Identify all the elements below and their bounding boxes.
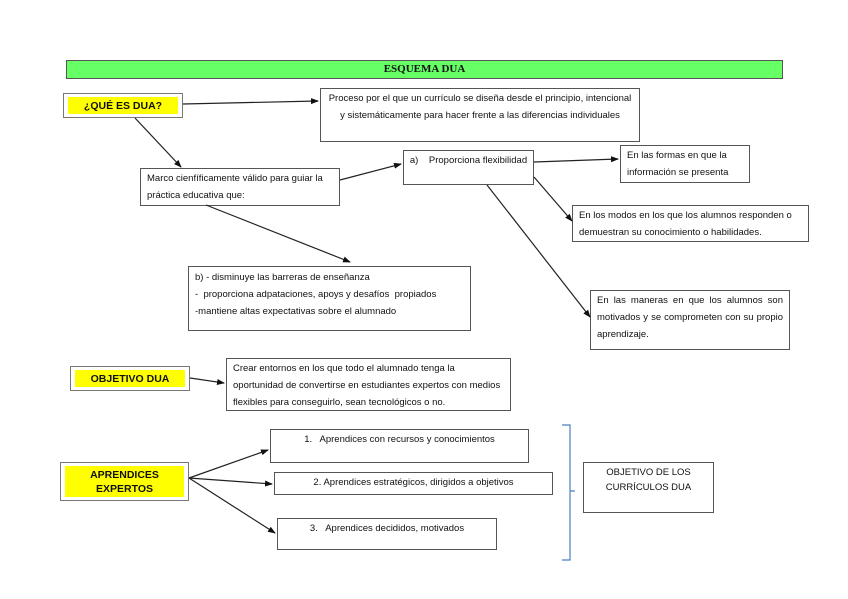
arrow-objetivo-to-text <box>189 377 225 385</box>
aprendices-expertos-text: APRENDICES EXPERTOS <box>65 466 184 497</box>
aprendiz-item-2: 2. Aprendices estratégicos, dirigidos a … <box>274 472 553 495</box>
flex-item-modos: En los modos en los que los alumnos resp… <box>572 205 809 242</box>
flex-item-text: En las formas en que la información se p… <box>627 150 729 178</box>
objetivo-dua-text: OBJETIVO DUA <box>75 370 185 387</box>
arrow-aprendices-to-item-2 <box>188 477 273 487</box>
marco-text: Marco cienfíficamente válido para guiar … <box>147 173 323 201</box>
b-list-line: b) - disminuye las barreras de enseñanza <box>195 272 370 283</box>
flex-item-text: En las maneras en que los alumnos son mo… <box>597 295 783 340</box>
marco-box: Marco cienfíficamente válido para guiar … <box>140 168 340 206</box>
arrow-que-es-to-definition <box>182 98 319 105</box>
objetivo-curriculos-box: OBJETIVO DE LOS CURRÍCULOS DUA <box>583 462 714 513</box>
b-list-line: - proporciona adpataciones, apoys y desa… <box>195 289 437 300</box>
arrow-aprendices-to-item-1 <box>188 449 269 479</box>
flexibilidad-letter: a) <box>409 155 419 166</box>
que-es-dua-label: ¿QUÉ ES DUA? <box>63 93 183 118</box>
arrow-flex-to-formas <box>533 156 619 163</box>
diagram-title: ESQUEMA DUA <box>66 60 783 79</box>
arrow-flex-to-modos <box>533 176 573 222</box>
arrow-aprendices-to-item-3 <box>188 477 276 534</box>
aprendices-expertos-label: APRENDICES EXPERTOS <box>60 462 189 501</box>
arrow-marco-to-flexibilidad <box>339 162 402 181</box>
b-list-line: -mantiene altas expectativas sobre el al… <box>195 306 397 317</box>
arrow-marco-to-b-list <box>205 204 351 263</box>
objetivo-text: Crear entornos en los que todo el alumna… <box>233 363 501 408</box>
flex-item-formas: En las formas en que la información se p… <box>620 145 750 183</box>
flexibilidad-box: a) Proporciona flexibilidad <box>403 150 534 185</box>
definition-box: Proceso por el que un currículo se diseñ… <box>320 88 640 142</box>
que-es-dua-text: ¿QUÉ ES DUA? <box>68 97 178 114</box>
aprendiz-item-text: 2. Aprendices estratégicos, dirigidos a … <box>313 477 514 488</box>
objetivo-curriculos-text: OBJETIVO DE LOS CURRÍCULOS DUA <box>605 467 692 493</box>
objetivo-dua-label: OBJETIVO DUA <box>70 366 190 391</box>
definition-text: Proceso por el que un currículo se diseñ… <box>328 93 632 121</box>
aprendiz-item-text: 3. Aprendices decididos, motivados <box>309 523 465 534</box>
flexibilidad-label: Proporciona flexibilidad <box>428 155 528 166</box>
objetivo-text-box: Crear entornos en los que todo el alumna… <box>226 358 511 411</box>
aprendiz-item-3: 3. Aprendices decididos, motivados <box>277 518 497 550</box>
b-list-box: b) - disminuye las barreras de enseñanza… <box>188 266 471 331</box>
right-brace <box>562 424 575 561</box>
flex-item-maneras: En las maneras en que los alumnos son mo… <box>590 290 790 350</box>
aprendiz-item-1: 1. Aprendices con recursos y conocimient… <box>270 429 529 463</box>
flexibilidad-text: a) Proporciona flexibilidad <box>408 152 529 169</box>
aprendiz-item-text: 1. Aprendices con recursos y conocimient… <box>304 434 495 445</box>
arrow-que-es-to-marco <box>134 117 182 168</box>
flex-item-text: En los modos en los que los alumnos resp… <box>579 210 792 238</box>
